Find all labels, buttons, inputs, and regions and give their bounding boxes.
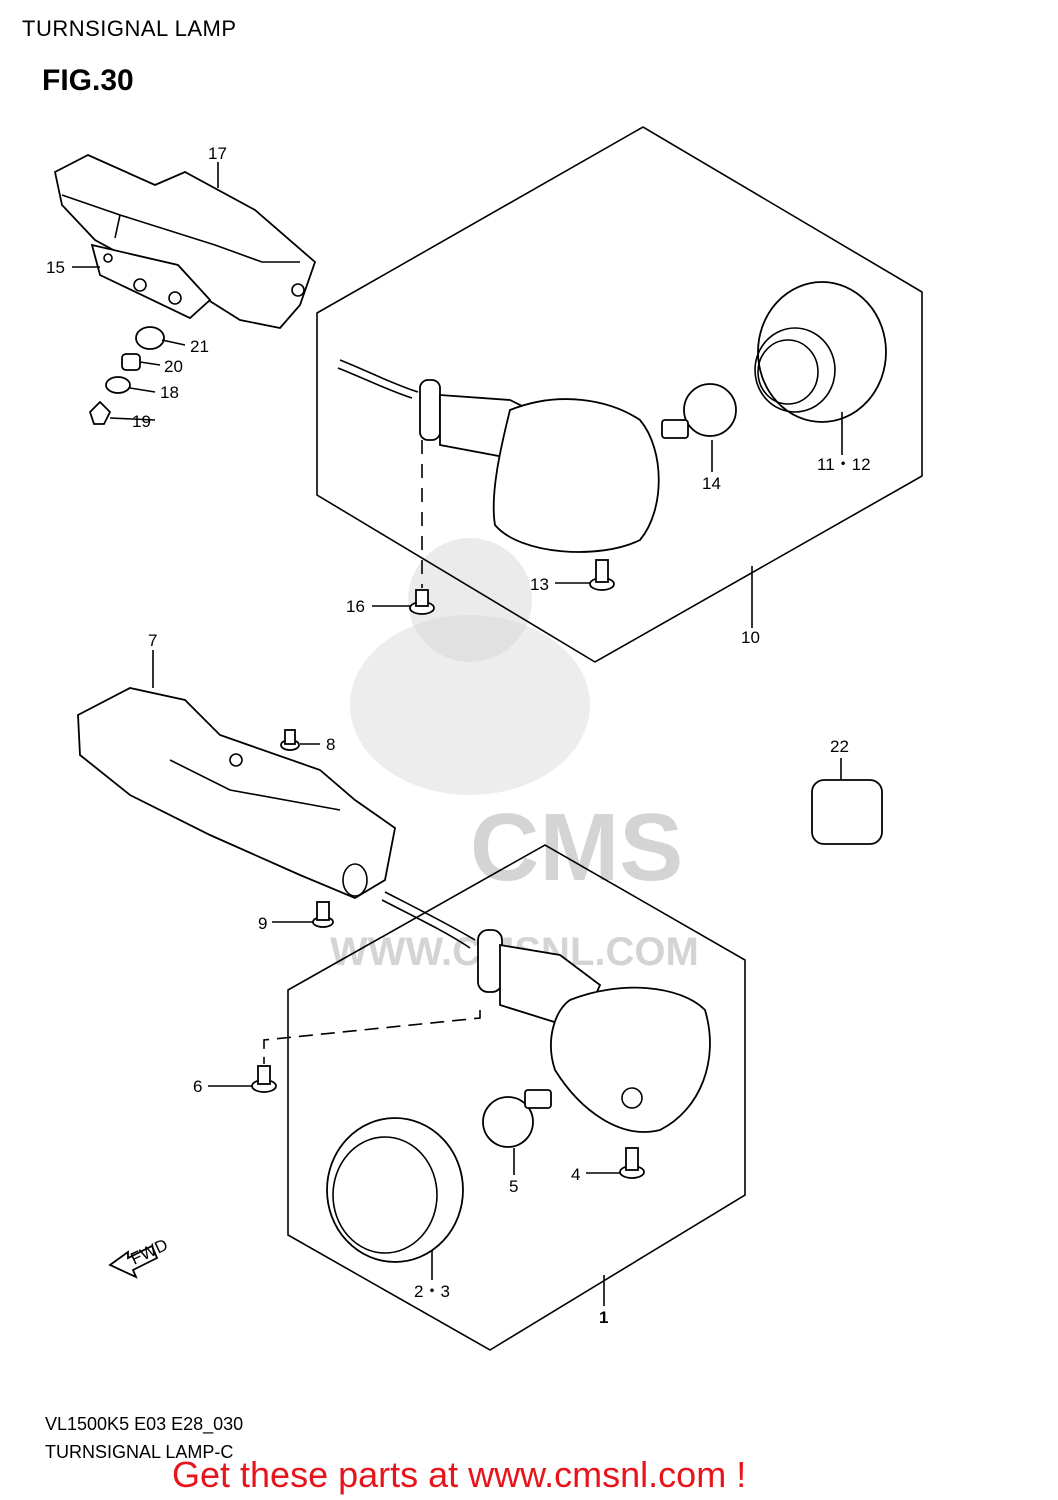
assembly-box-10 <box>316 126 923 663</box>
bolt-19 <box>88 400 112 425</box>
callout-10: 10 <box>741 628 760 647</box>
callout-4: 4 <box>571 1165 580 1184</box>
page-title: TURNSIGNAL LAMP <box>22 16 237 41</box>
svg-text:FWD: FWD <box>128 1235 171 1269</box>
assembly-box-1 <box>287 844 746 1351</box>
callout-7: 7 <box>148 631 157 650</box>
callout-2-3: 2・3 <box>414 1282 450 1301</box>
plate-15 <box>90 243 212 320</box>
screw-6 <box>251 1065 277 1093</box>
callout-22: 22 <box>830 737 849 756</box>
screw-16 <box>409 589 435 615</box>
callout-9: 9 <box>258 914 267 933</box>
grommet-21 <box>135 326 165 350</box>
screw-13 <box>589 559 615 591</box>
callout-18: 18 <box>160 383 179 402</box>
callout-20: 20 <box>164 357 183 376</box>
callout-19: 19 <box>132 412 151 431</box>
bulb-14 <box>661 383 737 439</box>
callout-13: 13 <box>530 575 549 594</box>
promo-link[interactable]: Get these parts at www.cmsnl.com ! <box>172 1454 747 1495</box>
callout-8: 8 <box>326 735 335 754</box>
callout-15: 15 <box>46 258 65 277</box>
assembly-line-6 <box>263 1010 481 1064</box>
lens-11-12 <box>754 281 887 423</box>
fwd-arrow-icon: FWD <box>108 1235 171 1279</box>
callout-21: 21 <box>190 337 209 356</box>
callout-14: 14 <box>702 474 721 493</box>
screw-8 <box>280 729 300 751</box>
bulb-5 <box>482 1089 552 1148</box>
screw-9 <box>312 901 334 928</box>
turnsignal-lamp-10 <box>337 359 660 553</box>
watermark-logo: CMS <box>470 794 683 901</box>
cms-watermark: CMS WWW.CMSNL.COM <box>330 538 699 974</box>
callout-11-12: 11・12 <box>817 455 871 474</box>
screw-4 <box>619 1147 645 1179</box>
collar-20 <box>121 353 141 371</box>
bracket-17 <box>53 154 317 329</box>
callout-16: 16 <box>346 597 365 616</box>
turnsignal-lamp-1 <box>381 891 711 1133</box>
leader-lines <box>72 162 843 1306</box>
callout-1: 1 <box>599 1308 608 1327</box>
callout-17: 17 <box>208 144 227 163</box>
callout-5: 5 <box>509 1177 518 1196</box>
relay-22 <box>811 779 883 845</box>
model-code: VL1500K5 E03 E28_030 <box>45 1414 244 1434</box>
figure-number: FIG.30 <box>42 64 134 97</box>
washer-18 <box>105 376 131 394</box>
diagram-name: TURNSIGNAL LAMP-C <box>45 1442 234 1462</box>
lens-2-3 <box>326 1117 464 1263</box>
bracket-7 <box>77 687 396 900</box>
callout-6: 6 <box>193 1077 202 1096</box>
